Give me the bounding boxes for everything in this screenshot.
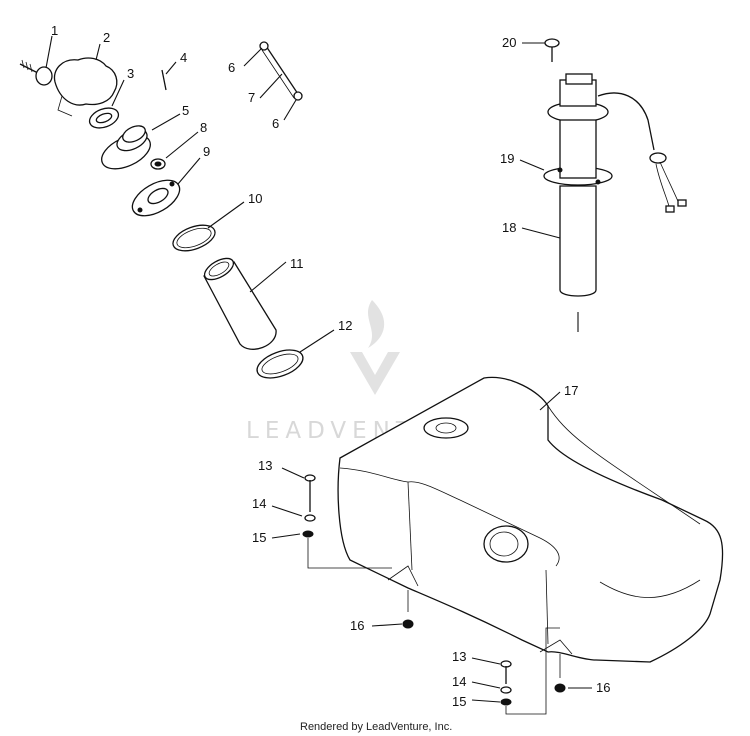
callout-12: 12 — [338, 318, 352, 333]
callout-4: 4 — [180, 50, 187, 65]
part-20-screw — [522, 38, 560, 62]
part-18-sender-tube — [521, 185, 597, 332]
callout-1: 1 — [51, 23, 58, 38]
callout-17: 17 — [564, 383, 578, 398]
callout-2: 2 — [103, 30, 110, 45]
callout-13-left: 13 — [258, 458, 272, 473]
callout-19: 19 — [500, 151, 514, 166]
part-7-vent-line — [243, 41, 303, 121]
callout-9: 9 — [203, 144, 210, 159]
callout-18: 18 — [502, 220, 516, 235]
part-9-plate — [131, 157, 201, 217]
part-19-sender-flange — [519, 73, 613, 186]
part-2-cap — [53, 43, 118, 117]
part-10-clamp — [172, 201, 245, 252]
callout-16-right: 16 — [596, 680, 610, 695]
hardware-left — [271, 467, 414, 629]
callout-13-right: 13 — [452, 649, 466, 664]
part-17-fuel-tank — [337, 376, 724, 663]
part-11-hose — [203, 257, 287, 350]
callout-6-bottom: 6 — [272, 116, 279, 131]
part-8-washer — [150, 131, 199, 170]
callout-3: 3 — [127, 66, 134, 81]
part-3-ring — [88, 79, 125, 129]
callout-20: 20 — [502, 35, 516, 50]
callout-15-left: 15 — [252, 530, 266, 545]
part-5-filler-neck — [101, 113, 181, 170]
callout-8: 8 — [200, 120, 207, 135]
footer-credit: Rendered by LeadVenture, Inc. — [300, 721, 452, 733]
callout-15-right: 15 — [452, 694, 466, 709]
callout-14-right: 14 — [452, 674, 466, 689]
callout-10: 10 — [248, 191, 262, 206]
callout-6-top: 6 — [228, 60, 235, 75]
watermark-logo — [350, 300, 400, 395]
callout-7: 7 — [248, 90, 255, 105]
part-12-clamp — [256, 329, 335, 379]
callout-16-left: 16 — [350, 618, 364, 633]
callout-5: 5 — [182, 103, 189, 118]
part-1-bolt — [19, 35, 53, 86]
callout-14-left: 14 — [252, 496, 266, 511]
part-4-pin — [161, 61, 177, 91]
callout-11: 11 — [290, 256, 304, 271]
sender-wire-harness — [597, 92, 687, 213]
hardware-right — [471, 627, 592, 715]
